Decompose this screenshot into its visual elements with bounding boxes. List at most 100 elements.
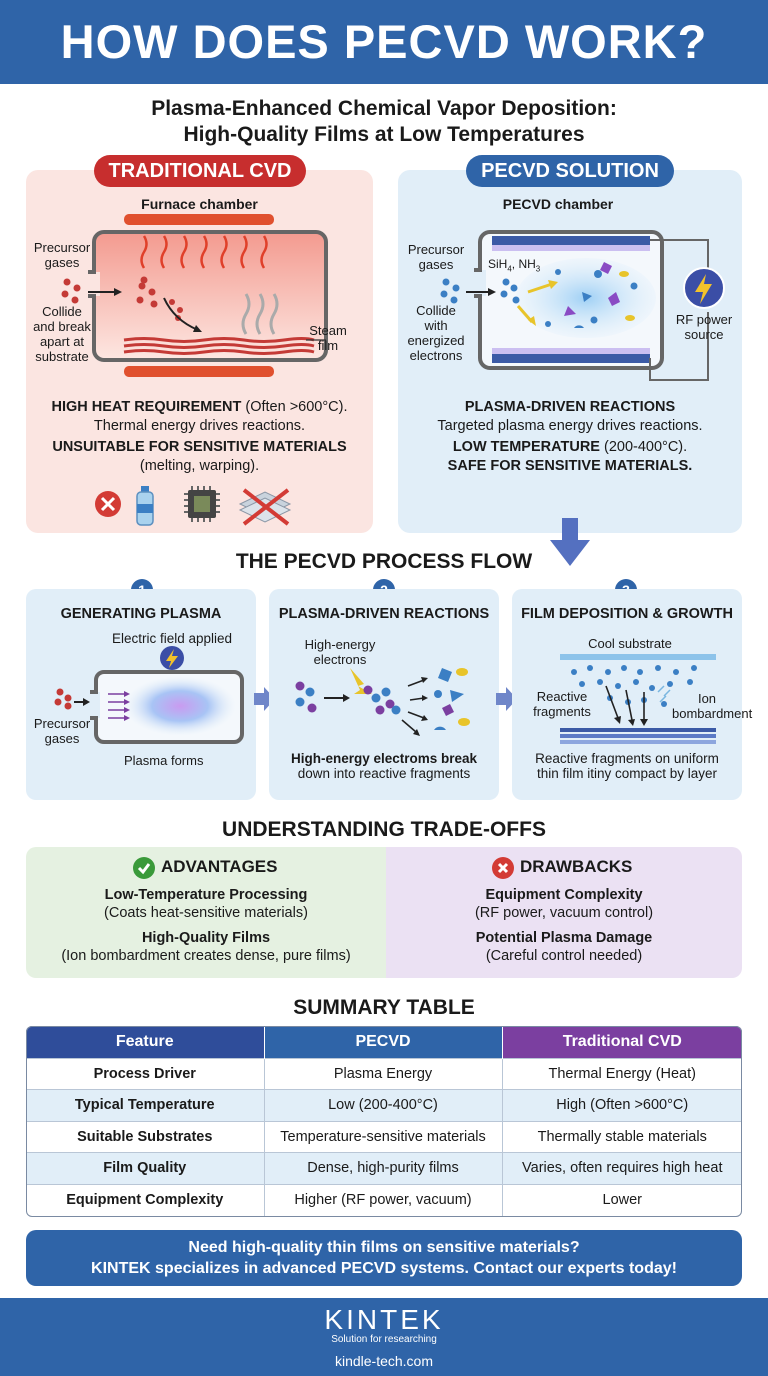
bottle-icon (136, 486, 154, 526)
film-layers-icon (123, 337, 315, 355)
cvd-precursor-label: Precursor gases (33, 240, 91, 270)
ion-bombardment-icon (657, 685, 671, 703)
table-cell: Varies, often requires high heat (501, 1152, 742, 1184)
cool-substrate-icon (560, 654, 716, 660)
header-feature: Feature (26, 1026, 264, 1058)
advantages-panel (26, 847, 386, 978)
subtitle: Plasma-Enhanced Chemical Vapor Depositio… (0, 96, 768, 148)
drawbacks-title: DRAWBACKS (520, 857, 633, 876)
subtitle-line-1: Plasma-Enhanced Chemical Vapor Depositio… (151, 97, 617, 120)
table-cell: Lower (501, 1183, 742, 1216)
electric-field-label: Electric field applied (112, 631, 233, 646)
table-cell: High (Often >600°C) (501, 1089, 742, 1121)
steam-icon (241, 293, 279, 335)
table-cell: Film Quality (26, 1152, 264, 1184)
ion-bombardment-label: Ion bombardment (672, 691, 753, 721)
table-row: Suitable Substrates Temperature-sensitiv… (26, 1120, 742, 1153)
main-title: HOW DOES PECVD WORK? (60, 15, 708, 68)
pecvd-chamber-illustration (440, 230, 725, 381)
gas-formula-label: SiH4, NH3 (488, 257, 541, 274)
process-flow-title: THE PECVD PROCESS FLOW (235, 550, 533, 573)
cvd-heat-text: HIGH HEAT REQUIREMENT (Often >600°C). Th… (26, 398, 373, 436)
cta-line-2: KINTEK specializes in advanced PECVD sys… (91, 1260, 677, 1277)
x-circle-drawbacks-icon (492, 857, 514, 879)
table-header-row: Feature PECVD Traditional CVD (26, 1026, 742, 1058)
table-cell: Temperature-sensitive materials (263, 1120, 502, 1153)
advantage-1-detail: (Coats heat-sensitive materials) (104, 905, 308, 921)
table-cell: Suitable Substrates (26, 1120, 264, 1153)
table-row: Typical Temperature Low (200-400°C) High… (26, 1089, 742, 1121)
reactive-fragments-icon (545, 262, 638, 328)
deposition-illustration (560, 654, 716, 744)
rf-power-icon (683, 267, 725, 309)
cvd-film-label: Steam film (309, 323, 347, 353)
damaged-film-icon (238, 488, 292, 526)
website-link[interactable]: kindle-tech.com (334, 1353, 434, 1369)
sensitive-materials-icons (95, 486, 292, 526)
advantages-title: ADVANTAGES (161, 857, 278, 876)
field-arrows-icon (108, 693, 126, 719)
top-heater-icon (124, 214, 274, 225)
table-cell: Typical Temperature (26, 1089, 264, 1121)
advantage-2-head: High-Quality Films (141, 930, 271, 946)
step-2-title: PLASMA-DRIVEN REACTIONS (278, 606, 490, 622)
pecvd-temp-text: LOW TEMPERATURE (200-400°C). SAFE FOR SE… (447, 439, 693, 474)
cta-line-1: Need high-quality thin films on sensitiv… (188, 1239, 580, 1256)
traditional-cvd-badge: TRADITIONAL CVD (94, 155, 306, 187)
furnace-chamber-label: Furnace chamber (141, 196, 258, 212)
table-cell: Low (200-400°C) (263, 1089, 502, 1121)
step-1-precursor-label: Precursor gases (33, 716, 91, 746)
molecule-cluster-icon (295, 681, 317, 713)
drawback-2-detail: (Careful control needed) (485, 948, 643, 964)
footer (0, 1298, 768, 1376)
plasma-generation-illustration (54, 646, 244, 744)
drawbacks-panel (386, 847, 742, 978)
x-circle-icon (95, 491, 121, 517)
cta-banner[interactable]: Need high-quality thin films on sensitiv… (26, 1230, 742, 1286)
table-cell: Equipment Complexity (26, 1183, 264, 1216)
flow-arrow-1-icon (254, 687, 275, 711)
heat-arrows-icon (140, 235, 268, 269)
cvd-unsuitable-text: UNSUITABLE FOR SENSITIVE MATERIALS (melt… (52, 439, 347, 474)
table-row: Process Driver Plasma Energy Thermal Ene… (26, 1057, 742, 1090)
table-row: Film Quality Dense, high-purity films Va… (26, 1152, 742, 1184)
table-cell: Dense, high-purity films (263, 1152, 502, 1184)
electron-arrow-icon (350, 668, 372, 694)
header-pecvd: PECVD (263, 1026, 502, 1058)
drawback-1-head: Equipment Complexity (485, 887, 643, 903)
table-cell: Process Driver (26, 1057, 264, 1090)
summary-title: SUMMARY TABLE (293, 996, 475, 1019)
step-3-caption: Reactive fragments on uniform thin film … (535, 751, 719, 781)
tradeoffs-title: UNDERSTANDING TRADE-OFFS (222, 818, 546, 841)
furnace-chamber-illustration (61, 214, 328, 377)
bottom-heater-icon (124, 366, 274, 377)
table-cell: Thermal Energy (Heat) (501, 1057, 742, 1090)
header-bar (0, 0, 768, 84)
reaction-illustration (295, 668, 470, 736)
advantage-2-detail: (Ion bombardment creates dense, pure fil… (61, 948, 351, 964)
fragments-output-icon (434, 668, 470, 730)
brand-tagline: Solution for researching (331, 1334, 437, 1345)
brand-logo: KINTEK (324, 1304, 444, 1335)
header-traditional: Traditional CVD (501, 1026, 742, 1058)
pecvd-reactions-text: PLASMA-DRIVEN REACTIONS Targeted plasma … (437, 399, 703, 434)
pecvd-solution-badge: PECVD SOLUTION (466, 155, 674, 187)
summary-table: Feature PECVD Traditional CVD Process Dr… (26, 1026, 742, 1216)
pecvd-collide-label: Collide with energized electrons (407, 303, 465, 363)
rf-power-label: RF power source (675, 312, 733, 342)
advantage-1-head: Low-Temperature Processing (104, 887, 308, 903)
top-electrode-icon (492, 236, 650, 245)
step-2-caption: High-energy electroms break down into re… (290, 751, 478, 781)
molecule-center-icon (363, 685, 401, 715)
plasma-forms-label: Plasma forms (124, 753, 204, 768)
cvd-heat-desc: Thermal energy drives reactions. (93, 418, 306, 434)
table-cell: Higher (RF power, vacuum) (263, 1183, 502, 1216)
reactive-fragments-label: Reactive fragments (533, 689, 591, 719)
cvd-heat-line: HIGH HEAT REQUIREMENT (Often >600°C). (51, 399, 348, 415)
subtitle-line-2: High-Quality Films at Low Temperatures (183, 123, 585, 146)
bottom-electrode-icon (492, 354, 650, 363)
lightning-icon (160, 646, 184, 670)
falling-fragments-icon (571, 665, 697, 707)
cool-substrate-label: Cool substrate (588, 636, 672, 651)
table-row: Equipment Complexity Higher (RF power, v… (26, 1183, 742, 1216)
